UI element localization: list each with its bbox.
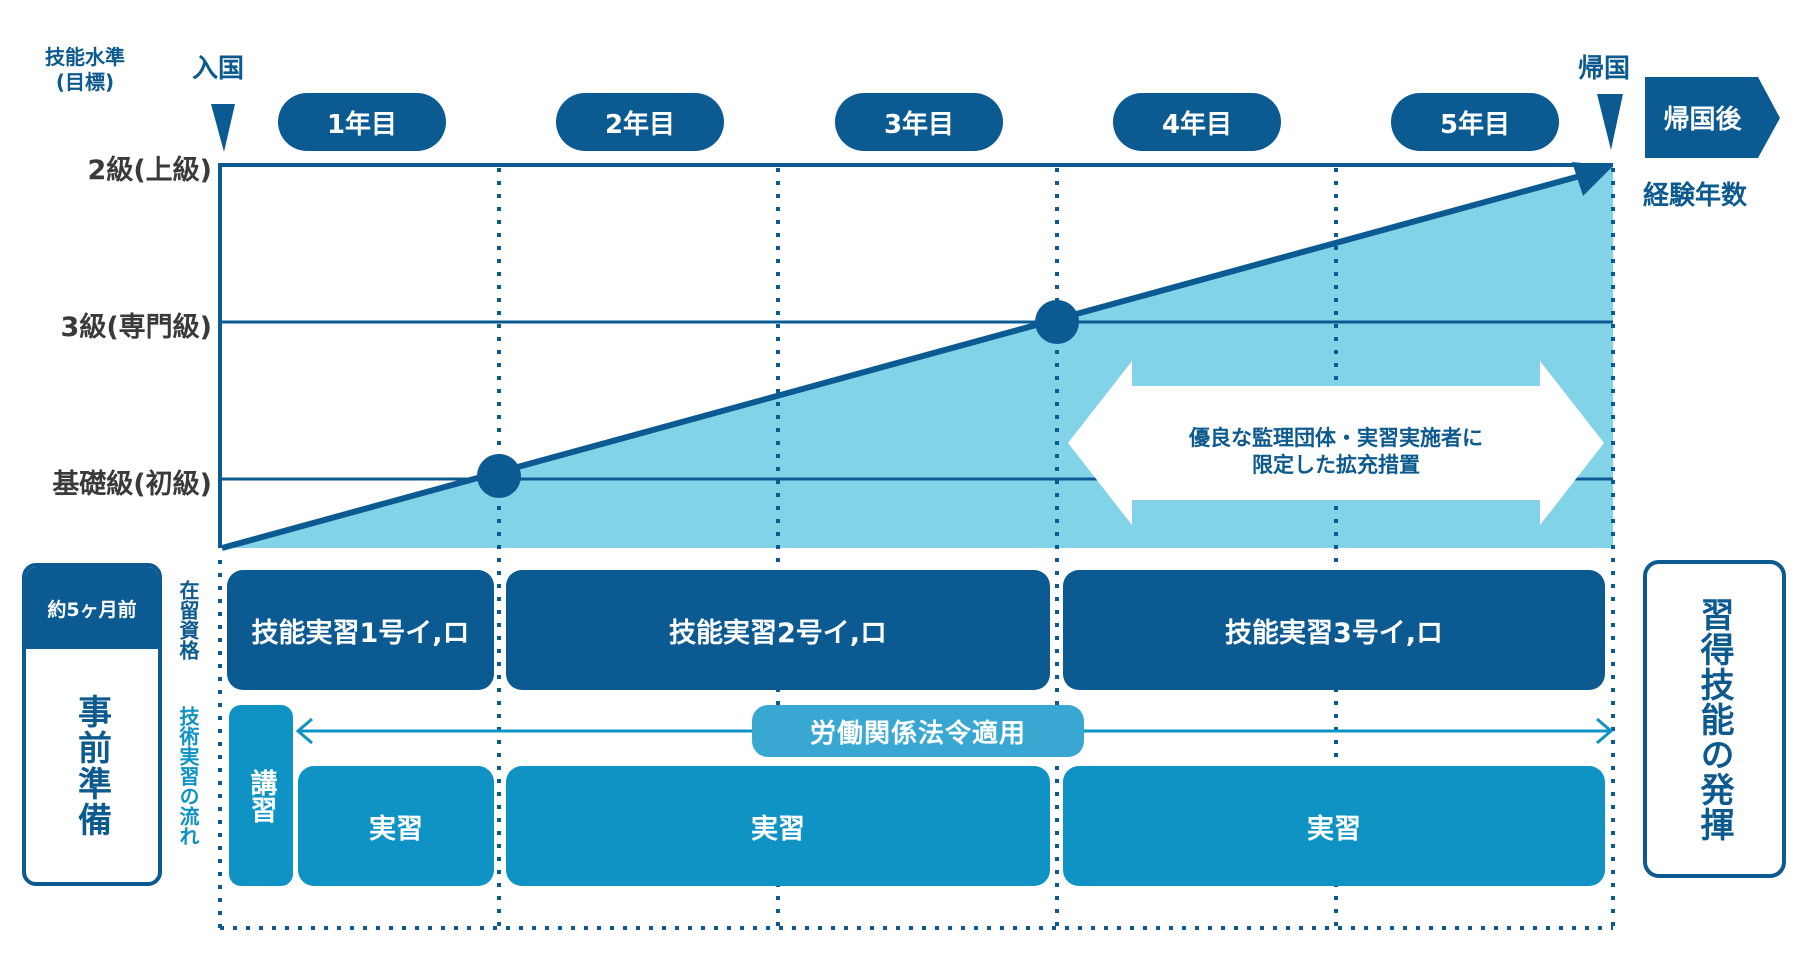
lecture-box: 講習 xyxy=(229,705,293,886)
growth-arrow-head xyxy=(1572,162,1613,196)
grade3-milestone-dot xyxy=(1035,300,1079,344)
flow-row-label: 技術実習の流れ xyxy=(176,706,200,846)
prep-body: 事前準備 xyxy=(71,693,112,838)
skill-level-title: 技能水準 (目標) xyxy=(45,45,125,94)
labor-law-arrow-left-head xyxy=(295,717,313,745)
expansion-note: 優良な監理団体・実習実施者に 限定した拡充措置 xyxy=(1132,425,1540,479)
basic-milestone-dot xyxy=(477,454,521,498)
training-box-2: 実習 xyxy=(506,766,1050,886)
entry-label: 入国 xyxy=(192,54,245,84)
grade2-label: 2級(上級) xyxy=(87,155,212,186)
year-separators xyxy=(218,168,1615,930)
year-2-pill: 2年目 xyxy=(556,93,724,151)
status-box-3: 技能実習3号イ,ロ xyxy=(1063,570,1605,690)
status-row-label: 在留資格 xyxy=(176,580,200,660)
prep-header: 約5ヶ月前 xyxy=(26,567,158,649)
growth-arrow-line xyxy=(221,173,1581,551)
outcome-box: 習得技能の発揮 xyxy=(1643,560,1786,878)
year-3-pill: 3年目 xyxy=(835,93,1003,151)
year-5-pill: 5年目 xyxy=(1391,93,1559,151)
status-box-1: 技能実習1号イ,ロ xyxy=(227,570,494,690)
expansion-note-line2: 限定した拡充措置 xyxy=(1252,453,1420,477)
experience-years-label: 経験年数 xyxy=(1643,181,1748,211)
labor-law-label: 労働関係法令適用 xyxy=(752,705,1084,757)
status-box-2: 技能実習2号イ,ロ xyxy=(506,570,1050,690)
return-label: 帰国 xyxy=(1578,54,1631,84)
lecture-label: 講習 xyxy=(245,768,277,823)
year-1-pill: 1年目 xyxy=(278,93,446,151)
outcome-label: 習得技能の発揮 xyxy=(1694,596,1734,842)
grade3-label: 3級(専門級) xyxy=(60,312,212,343)
return-marker-icon xyxy=(1597,94,1623,150)
after-return-arrow-shape xyxy=(1645,77,1780,158)
labor-law-arrow-right-head xyxy=(1596,717,1614,745)
after-return-label: 帰国後 xyxy=(1663,105,1742,135)
expansion-note-line1: 優良な監理団体・実習実施者に xyxy=(1189,426,1483,450)
expansion-double-arrow xyxy=(1068,361,1604,525)
entry-marker-icon xyxy=(211,104,235,152)
training-box-3: 実習 xyxy=(1063,766,1605,886)
training-box-1: 実習 xyxy=(298,766,494,886)
prep-box: 約5ヶ月前 事前準備 xyxy=(22,563,162,886)
basic-label: 基礎級(初級) xyxy=(52,469,212,500)
year-4-pill: 4年目 xyxy=(1113,93,1281,151)
